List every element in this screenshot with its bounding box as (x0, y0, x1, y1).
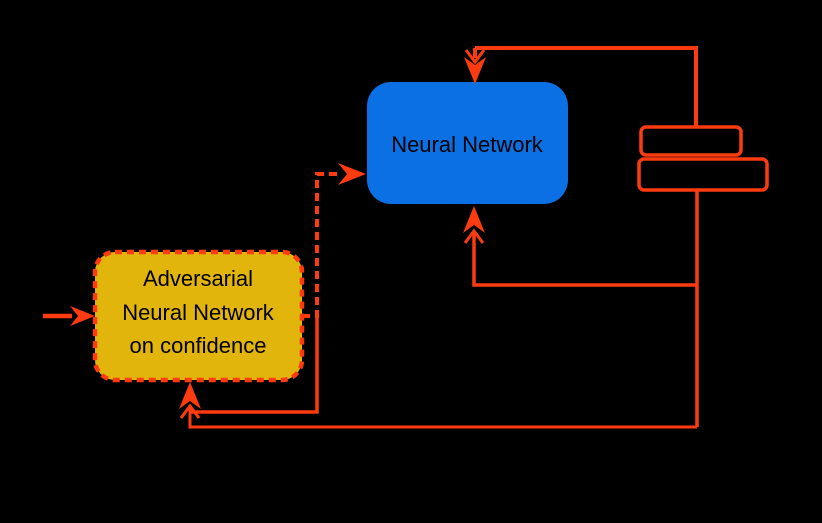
edge-loop-into-nn-top (464, 46, 698, 127)
edge-loop-path (475, 46, 698, 127)
arrow-up-icon (463, 206, 485, 233)
edge-dashed-path (302, 172, 338, 318)
edge-branch-to-nn-path (472, 232, 697, 287)
edge-loopback-path (190, 316, 319, 414)
neural-network-box: Neural Network (367, 82, 568, 204)
edge-input-into-adversarial (43, 306, 95, 326)
adversarial-label-line1: Adversarial (143, 266, 253, 291)
edge-adversarial-to-nn-dashed (302, 163, 366, 318)
neural-network-label: Neural Network (391, 132, 544, 157)
output-block-bottom (637, 157, 769, 192)
neural-network-rect (367, 82, 568, 204)
adversarial-label-line2: Neural Network (122, 300, 275, 325)
arrow-up-icon (179, 382, 201, 409)
arrow-chevron-up-icon (463, 228, 485, 244)
arrow-right-icon (70, 306, 95, 326)
adversarial-network-box: Adversarial Neural Network on confidence (92, 249, 305, 383)
arrow-chevron-down-icon (464, 49, 486, 65)
edge-feedback-into-nn-bottom (463, 190, 699, 427)
output-block-stack (637, 125, 769, 192)
output-block-top (639, 125, 743, 157)
arrow-down-icon (464, 57, 486, 84)
adversarial-label-line3: on confidence (130, 333, 267, 358)
edge-feedback-into-adversarial (179, 316, 697, 429)
arrow-chevron-up-icon (179, 403, 201, 419)
arrow-right-icon (338, 163, 366, 185)
